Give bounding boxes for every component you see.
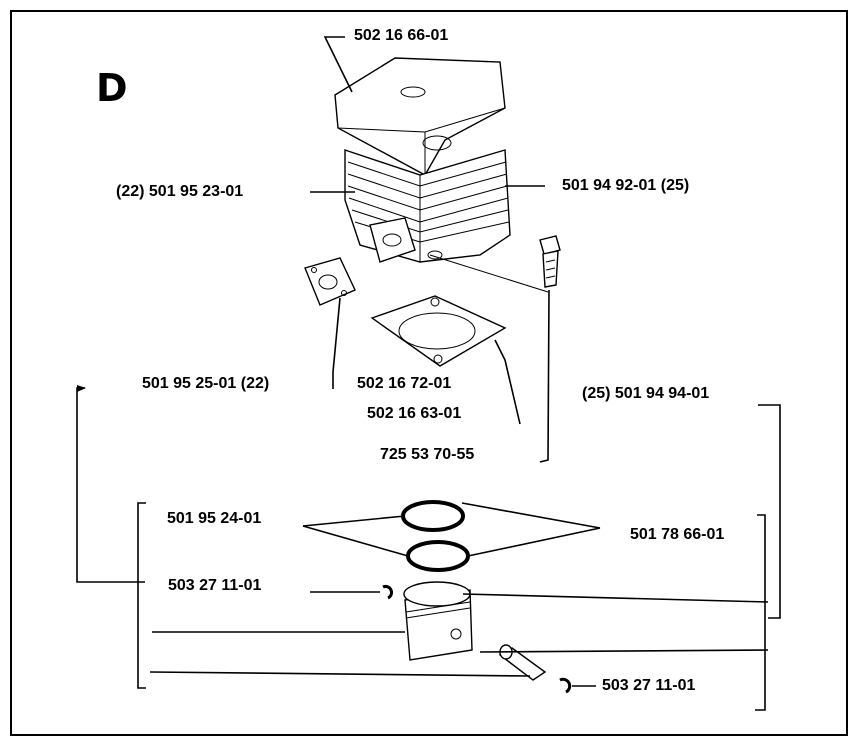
arrow-head-icon bbox=[77, 385, 86, 392]
label-cylinder-alt: 501 94 92-01 (25) bbox=[560, 176, 692, 196]
label-kit-left: 501 95 24-01 bbox=[165, 509, 264, 529]
circlip-top bbox=[382, 584, 394, 600]
piston bbox=[403, 581, 473, 661]
piston-rings bbox=[401, 500, 470, 572]
label-cylinder: (22) 501 95 23-01 bbox=[114, 182, 246, 202]
cylinder-cover bbox=[334, 57, 506, 176]
label-cover: 502 16 66-01 bbox=[352, 26, 451, 46]
label-kit-right: (25) 501 94 94-01 bbox=[580, 384, 712, 404]
section-letter: D bbox=[96, 66, 128, 110]
label-circlip-bottom: 503 27 11-01 bbox=[600, 676, 698, 696]
intake-gasket bbox=[304, 257, 356, 306]
circlip-bottom bbox=[559, 677, 572, 694]
label-gasket-base-b: 502 16 63-01 bbox=[365, 404, 464, 424]
label-gasket-small: 501 95 25-01 (22) bbox=[140, 374, 272, 394]
label-rings: 501 78 66-01 bbox=[628, 525, 727, 545]
cylinder-bolt bbox=[539, 235, 561, 288]
diagram-frame bbox=[10, 10, 848, 736]
label-gasket-base-a: 502 16 72-01 bbox=[355, 374, 454, 394]
label-bolt: 725 53 70-55 bbox=[378, 445, 477, 465]
label-circlip-top: 503 27 11-01 bbox=[166, 576, 264, 596]
piston-pin bbox=[498, 644, 547, 681]
leader-lines bbox=[76, 36, 781, 711]
cylinder bbox=[344, 149, 511, 263]
base-gasket bbox=[370, 295, 507, 367]
